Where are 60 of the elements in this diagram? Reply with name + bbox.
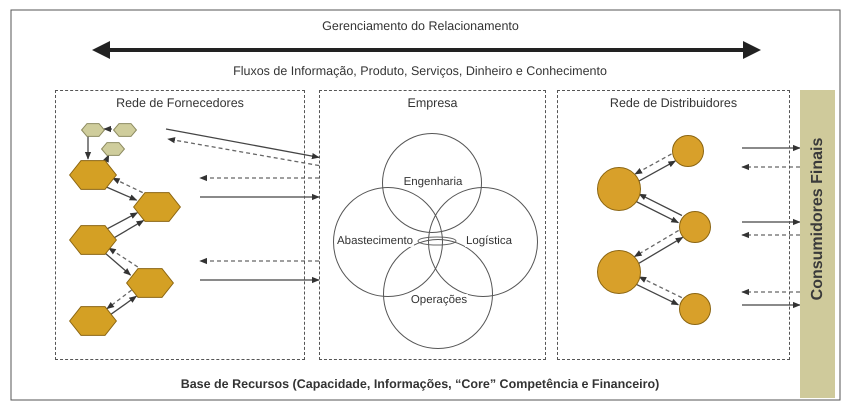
arrow: [742, 144, 801, 152]
dashed-panel: [319, 90, 546, 360]
arrow: [112, 178, 143, 194]
arrow: [199, 258, 319, 264]
diagram-title: Gerenciamento do Relacionamento: [321, 19, 520, 33]
arrow: [634, 153, 672, 175]
arrow: [634, 230, 679, 258]
bar-label: Consumidores Finais: [808, 138, 826, 301]
arrow: [114, 220, 144, 238]
flow-note: Fluxos de Informação, Produto, Serviços, Dinheiro e Conhecimento: [233, 64, 607, 78]
circle-label: Abastecimento: [336, 235, 414, 247]
arrow: [106, 290, 132, 310]
arrow: [200, 276, 320, 284]
hexagon-node: [69, 160, 117, 190]
arrow: [104, 252, 132, 276]
arrow: [741, 288, 800, 296]
arrow: [103, 154, 110, 163]
hexagon-node: [101, 142, 125, 156]
arrow: [84, 136, 92, 160]
arrow: [638, 160, 676, 182]
arrow: [635, 283, 680, 306]
hexagon-node: [126, 268, 174, 298]
circle-label: Engenharia: [402, 176, 464, 188]
arrow: [638, 276, 682, 298]
panel-title: Empresa: [407, 96, 458, 110]
hexagon-node: [113, 123, 137, 137]
flow-note: Base de Recursos (Capacidade, Informações, “Core” Competência e Financeiro): [180, 377, 660, 391]
circle-node: [597, 250, 641, 294]
hexagon-node: [69, 225, 117, 255]
dashed-panel: [55, 90, 305, 360]
circle-label: Logística: [464, 235, 514, 247]
circle-node: [679, 211, 711, 243]
hexagon-node: [133, 192, 181, 222]
arrow: [741, 164, 800, 170]
circle-label: Operações: [410, 294, 468, 306]
arrow: [108, 247, 138, 268]
arrow: [167, 137, 320, 166]
arrow: [110, 296, 137, 315]
panel-title: Rede de Distribuidores: [610, 96, 738, 110]
function-circle: [382, 133, 482, 233]
arrow: [638, 236, 684, 264]
circle-node: [679, 293, 711, 325]
arrow: [199, 174, 319, 182]
arrow: [742, 218, 801, 226]
circle-node: [597, 167, 641, 211]
arrow: [106, 186, 138, 201]
arrow: [166, 128, 320, 160]
hexagon-node: [81, 123, 105, 137]
arrow: [107, 212, 138, 230]
consumer-bar: [800, 90, 835, 398]
arrow: [742, 302, 801, 308]
dashed-panel: [557, 90, 790, 360]
arrow: [200, 194, 320, 200]
arrow: [103, 126, 112, 132]
arrow: [638, 194, 682, 216]
arrow: [741, 232, 800, 238]
circle-node: [672, 135, 704, 167]
hexagon-node: [69, 306, 117, 336]
arrow: [635, 200, 680, 224]
panel-title: Rede de Fornecedores: [116, 96, 244, 110]
